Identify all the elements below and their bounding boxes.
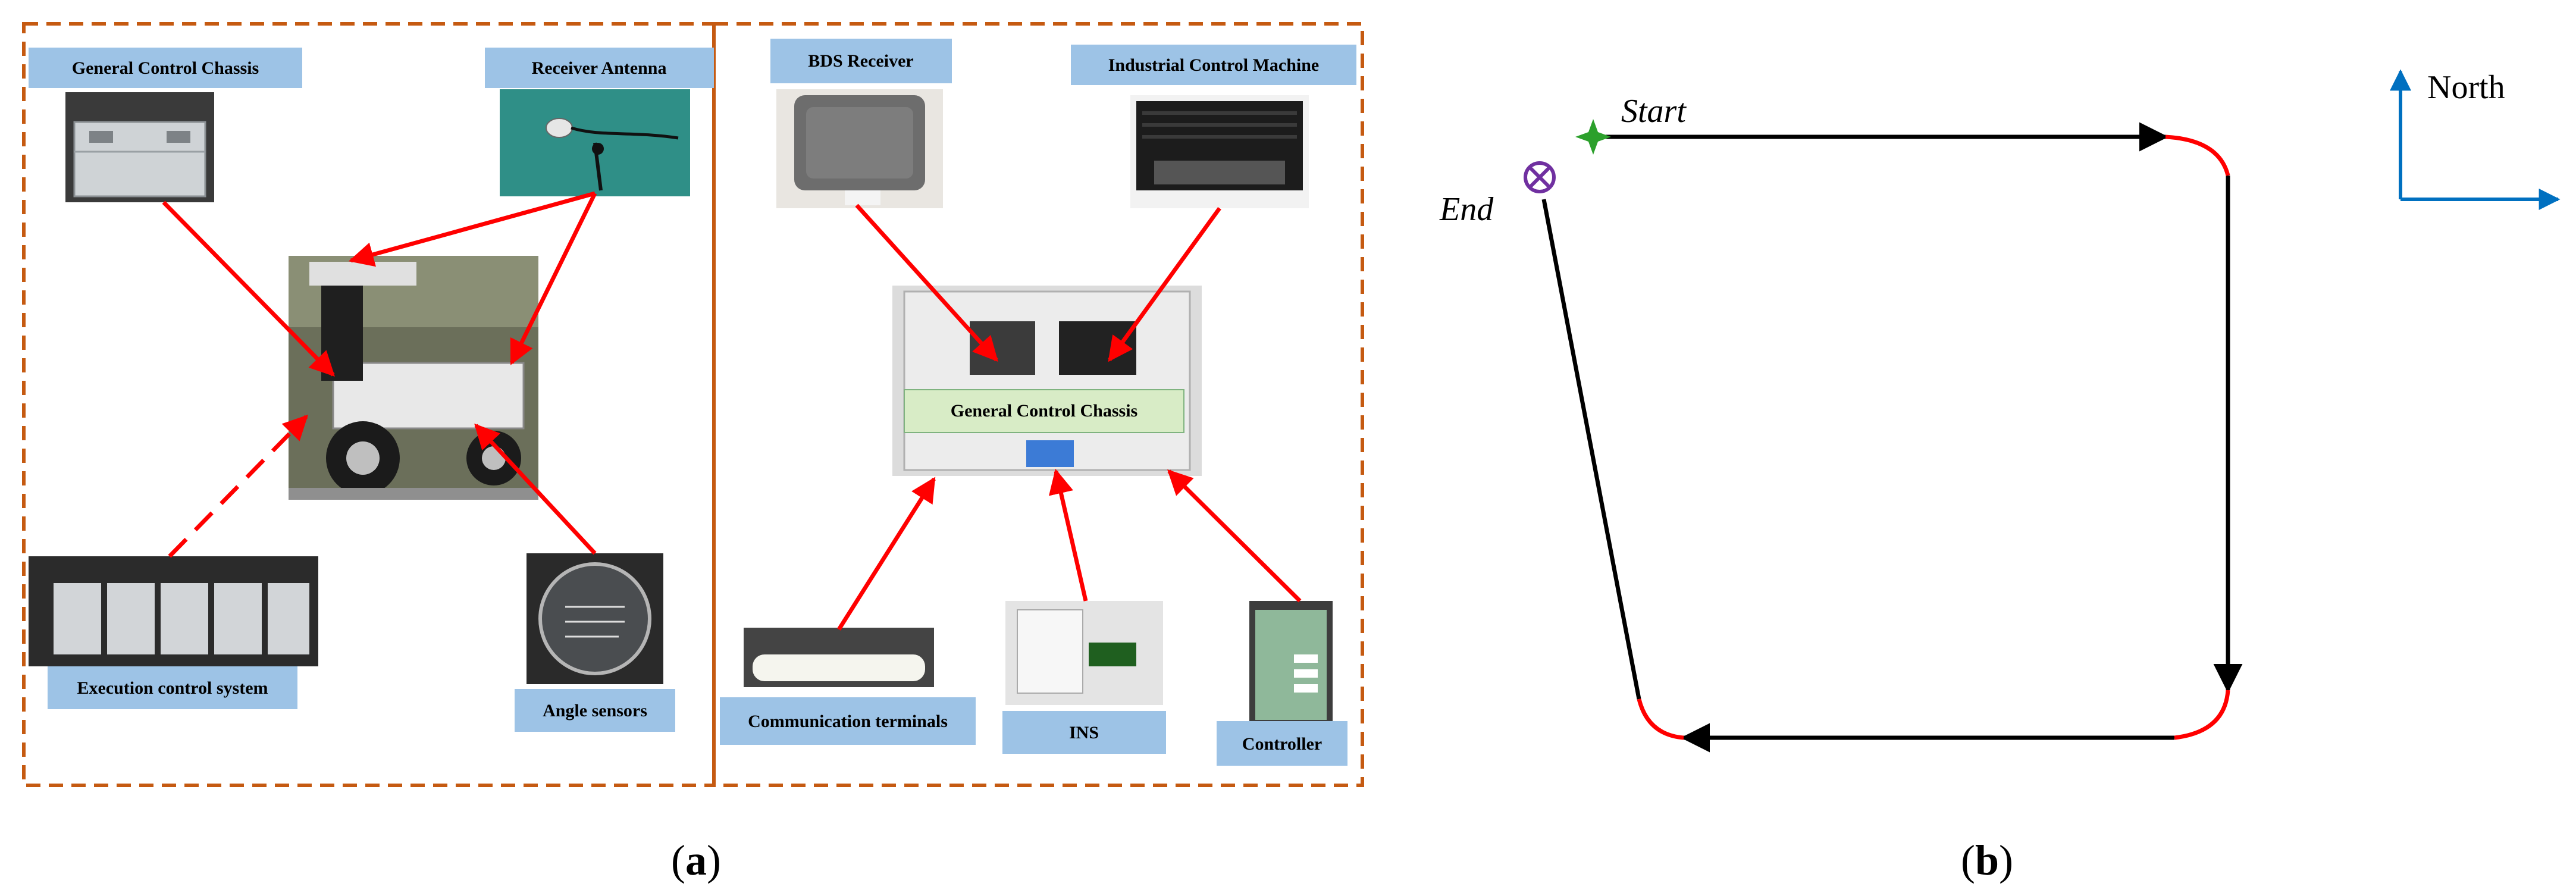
start-label: Start: [1621, 93, 1687, 130]
label-general-control-chassis: General Control Chassis: [29, 48, 302, 88]
trajectory-path: [1541, 122, 2243, 753]
label-general-control-chassis-inner: General Control Chassis: [904, 389, 1184, 433]
label-communication-terminals: Communication terminals: [720, 697, 976, 745]
communication-terminals-photo: [744, 628, 934, 687]
general-control-chassis-photo: [65, 92, 214, 202]
ins-photo: [1005, 601, 1163, 705]
receiver-antenna-photo: [500, 89, 690, 196]
caption-a: (a): [671, 837, 721, 884]
svg-text:General Control Chassis: General Control Chassis: [72, 58, 259, 78]
execution-control-system-photo: [29, 556, 318, 666]
end-label: End: [1439, 191, 1494, 228]
end-marker-icon: [1524, 161, 1556, 193]
label-industrial-control-machine: Industrial Control Machine: [1071, 45, 1356, 85]
panel-a: General Control Chassis Receiver Antenna…: [22, 22, 1364, 884]
industrial-control-machine-photo: [1130, 95, 1309, 208]
svg-text:Execution control system: Execution control system: [77, 678, 268, 698]
svg-text:Communication terminals: Communication terminals: [748, 712, 948, 731]
svg-text:Receiver Antenna: Receiver Antenna: [532, 58, 667, 78]
svg-text:Controller: Controller: [1242, 734, 1322, 754]
label-controller: Controller: [1217, 721, 1347, 766]
label-execution-control-system: Execution control system: [48, 666, 297, 709]
caption-b: (b): [1961, 837, 2013, 884]
tractor-photo: [289, 256, 538, 500]
start-marker: [1575, 119, 1611, 155]
panel-b: Start End North (b): [1439, 69, 2561, 884]
angle-sensor-photo: [527, 553, 663, 684]
svg-text:BDS Receiver: BDS Receiver: [808, 51, 913, 71]
chassis-interior-photo: [892, 286, 1202, 476]
bds-receiver-photo: [776, 89, 943, 208]
svg-text:INS: INS: [1069, 723, 1099, 743]
dashed-frame-right: [712, 22, 1364, 787]
turn-segments: [1637, 134, 2230, 740]
connection-arrows: [162, 191, 1302, 631]
svg-text:Angle sensors: Angle sensors: [543, 701, 647, 720]
dashed-frame-left: [22, 22, 716, 787]
label-angle-sensors: Angle sensors: [515, 689, 675, 732]
north-label: North: [2427, 69, 2505, 106]
svg-text:General Control Chassis: General Control Chassis: [951, 401, 1137, 421]
label-bds-receiver: BDS Receiver: [770, 39, 952, 83]
label-ins: INS: [1002, 711, 1166, 754]
controller-photo: [1249, 601, 1333, 726]
label-receiver-antenna: Receiver Antenna: [485, 48, 714, 88]
svg-text:Industrial Control Machine: Industrial Control Machine: [1108, 55, 1319, 75]
north-compass-icon: [2390, 69, 2561, 210]
